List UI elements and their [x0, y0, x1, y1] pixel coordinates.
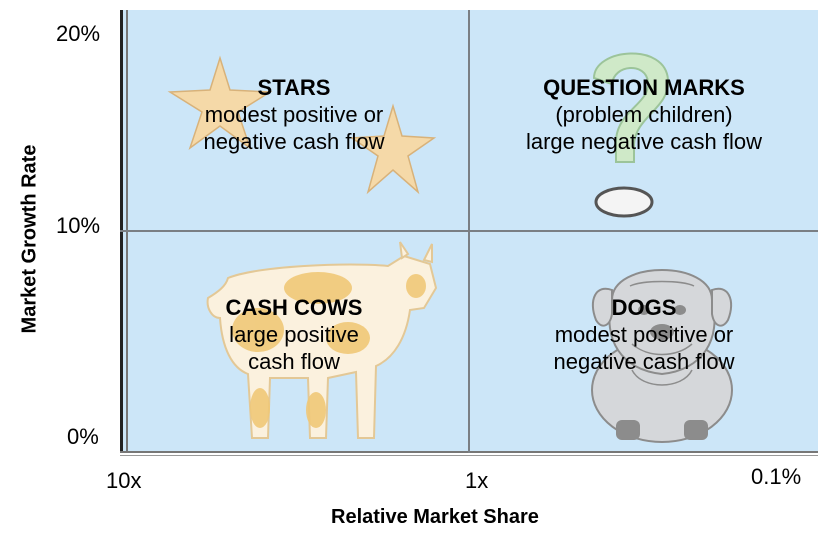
star-icon [167, 55, 273, 150]
x-tick-0-1: 0.1% [751, 464, 802, 489]
quadrant-dogs: DOGS modest positive or negative cash fl… [554, 294, 735, 375]
y-tick-10: 10% [56, 213, 101, 238]
question-mark-icon [592, 52, 670, 218]
quadrant-text-line: negative cash flow [203, 129, 385, 154]
quadrant-title: DOGS [611, 295, 677, 320]
bcg-matrix: STARS modest positive or negative cash f… [120, 10, 818, 456]
quadrant-text-line: cash flow [248, 349, 340, 374]
star-icon [349, 103, 437, 195]
quadrant-question-marks: QUESTION MARKS (problem children) large … [526, 74, 762, 155]
quadrant-stars: STARS modest positive or negative cash f… [204, 74, 385, 155]
quadrant-title: QUESTION MARKS [543, 75, 745, 100]
quadrant-cash-cows: CASH COWS large positive cash flow [226, 294, 363, 375]
quadrant-text-line: large negative cash flow [525, 129, 763, 154]
quadrant-text-line: (problem children) [555, 102, 733, 127]
dog-icon [591, 269, 733, 443]
x-tick-10x: 10x [106, 468, 142, 493]
quadrant-text-line: modest positive or [204, 102, 384, 127]
cow-icon [206, 241, 438, 439]
x-axis-title: Relative Market Share [331, 506, 539, 528]
y-tick-0: 0% [67, 424, 99, 449]
y-tick-20: 20% [56, 21, 101, 46]
matrix-bottom-edge-outer [120, 455, 818, 456]
quadrant-text-line: negative cash flow [553, 349, 735, 374]
x-tick-1x: 1x [465, 468, 489, 493]
horizontal-divider [120, 230, 818, 232]
quadrant-text-line: large positive [229, 322, 359, 347]
quadrant-title: STARS [257, 75, 331, 100]
quadrant-title: CASH COWS [225, 295, 363, 320]
quadrant-text-line: modest positive or [554, 322, 734, 347]
y-axis-title: Market Growth Rate [18, 144, 41, 334]
